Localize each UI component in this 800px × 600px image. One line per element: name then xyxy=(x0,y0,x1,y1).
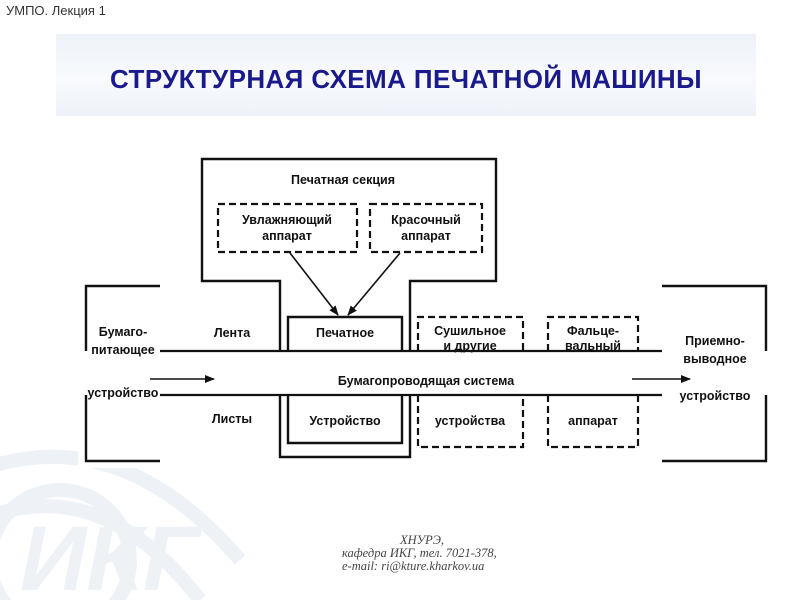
folding-unit-bottom xyxy=(546,395,640,449)
printing-machine-diagram: Печатная секция Увлажняющий аппарат Крас… xyxy=(78,157,770,468)
footer-department: кафедра ИКГ, тел. 7021-378, xyxy=(342,546,497,560)
inking-unit-box xyxy=(368,202,484,254)
footer-email: e-mail: ri@kture.kharkov.ua xyxy=(342,559,485,573)
folding-unit-label-bottom: аппарат xyxy=(568,414,618,428)
dampening-unit-box xyxy=(216,202,359,254)
footer-university: ХНУРЭ, xyxy=(400,533,445,547)
inking-label-2: аппарат xyxy=(401,229,451,243)
folding-unit-label-2: вальный xyxy=(565,339,621,353)
folding-unit-label-1: Фальце- xyxy=(567,324,619,338)
inking-label-1: Красочный xyxy=(391,213,461,227)
dampening-to-printing-arrow xyxy=(289,252,339,316)
print-section-frame xyxy=(200,157,498,459)
printing-unit-label-top: Печатное xyxy=(316,326,374,340)
drying-unit-label-1: Сушильное xyxy=(434,324,506,338)
sheets-label: Листы xyxy=(212,412,252,426)
print-section-label: Печатная секция xyxy=(291,173,395,187)
printing-unit-bottom xyxy=(286,395,404,445)
drying-unit-label-bottom: устройства xyxy=(435,414,506,428)
paper-path-channel xyxy=(78,351,770,395)
dampening-label-1: Увлажняющий xyxy=(242,213,332,227)
lecture-label: УМПО. Лекция 1 xyxy=(6,3,106,18)
inking-to-printing-arrow xyxy=(347,252,401,316)
footer-contact: ХНУРЭ, кафедра ИКГ, тел. 7021-378, e-mai… xyxy=(342,534,572,573)
delivery-label-1: Приемно- xyxy=(685,334,745,348)
title-band xyxy=(56,34,756,116)
delivery-label-3: устройство xyxy=(680,389,751,403)
dampening-label-2: аппарат xyxy=(262,229,312,243)
feeder-label-1: Бумаго- xyxy=(99,325,147,339)
feeder-label-2: питающее xyxy=(91,343,154,357)
delivery-label-2: выводное xyxy=(683,352,746,366)
web-label: Лента xyxy=(214,326,251,340)
page-title: СТРУКТУРНАЯ СХЕМА ПЕЧАТНОЙ МАШИНЫ xyxy=(110,64,702,94)
printing-unit-label-bottom: Устройство xyxy=(309,414,381,428)
feeder-label-3: устройство xyxy=(88,386,159,400)
drying-unit-label-2: и другие xyxy=(443,339,496,353)
printing-unit-top xyxy=(286,315,404,351)
folding-unit-top xyxy=(546,315,640,351)
drying-unit-bottom xyxy=(416,395,525,449)
drying-unit-top xyxy=(416,315,525,351)
paper-path-label: Бумагопроводящая система xyxy=(338,374,515,388)
watermark-logo: ИКГ xyxy=(20,508,203,600)
